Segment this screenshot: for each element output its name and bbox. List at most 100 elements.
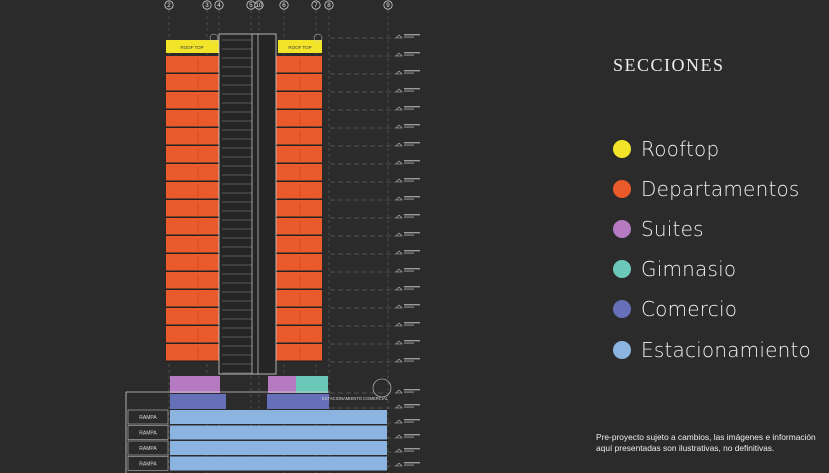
level-tag	[404, 448, 420, 450]
level-marker-icon	[395, 196, 403, 201]
apartment-floor-left	[166, 56, 219, 73]
level-marker-icon	[395, 268, 403, 273]
level-tag	[404, 389, 420, 391]
departamentos-dot-icon	[613, 180, 631, 198]
level-tag	[404, 54, 414, 56]
level-tag	[404, 36, 414, 38]
grid-label-2: 2	[167, 2, 171, 9]
legend-label-suites: Suites	[641, 217, 704, 241]
apartment-floor-right	[276, 200, 322, 217]
level-tag	[404, 252, 414, 254]
roof-tree-icon	[313, 33, 323, 43]
level-marker-icon	[395, 34, 403, 39]
level-tag	[404, 436, 414, 438]
level-tag	[404, 286, 420, 288]
level-marker-icon	[395, 404, 403, 409]
apartment-floor-right	[276, 308, 322, 325]
level-tag	[404, 306, 414, 308]
grid-label-7: 7	[314, 2, 318, 9]
grid-bubble-3	[202, 0, 212, 10]
legend-title: SECCIONES	[613, 55, 725, 75]
level-tag	[404, 126, 414, 128]
level-marker-icon	[395, 358, 403, 363]
estacionamiento-dot-icon	[613, 341, 631, 359]
apartment-floor-right	[276, 92, 322, 109]
grid-label-6: 6	[282, 2, 286, 9]
apartment-floor-left	[166, 308, 219, 325]
grid-bubble-6	[279, 0, 289, 10]
parking-level	[170, 456, 387, 471]
level-tag	[404, 70, 420, 72]
apartment-floor-left	[166, 74, 219, 91]
grid-bubble-8	[324, 0, 334, 10]
apartment-floor-left	[166, 128, 219, 145]
apartment-floor-left	[166, 254, 219, 271]
level-tag	[404, 142, 420, 144]
rooftop-dot-icon	[613, 140, 631, 158]
apartment-floor-right	[276, 74, 322, 91]
level-tag	[404, 391, 414, 393]
level-tag	[404, 462, 420, 464]
apartment-floor-right	[276, 164, 322, 181]
level-tag	[404, 419, 420, 421]
apartment-floor-right	[276, 146, 322, 163]
commerce-floor-right	[267, 394, 329, 409]
level-marker-icon	[395, 214, 403, 219]
level-marker-icon	[395, 322, 403, 327]
building	[125, 33, 392, 473]
level-marker-icon	[395, 250, 403, 255]
level-marker-icon	[395, 142, 403, 147]
apartment-floor-right	[276, 128, 322, 145]
apartment-floor-left	[166, 344, 219, 361]
apartment-floor-left	[166, 272, 219, 289]
level-marker-icon	[395, 389, 403, 394]
level-marker-icon	[395, 178, 403, 183]
roof-label-right: ROOF TOP	[288, 45, 311, 50]
ramp-label: RAMPA	[139, 462, 157, 468]
level-marker-icon	[395, 88, 403, 93]
ramp-label: RAMPA	[139, 446, 157, 452]
apartment-floor-left	[166, 110, 219, 127]
grid-bubble-4	[214, 0, 224, 10]
apartment-floor-left	[166, 92, 219, 109]
level-tag	[404, 90, 414, 92]
level-tag	[404, 178, 420, 180]
level-tag	[404, 360, 414, 362]
apartment-floor-right	[276, 272, 322, 289]
apartment-floor-left	[166, 218, 219, 235]
ramp-box	[127, 440, 169, 456]
apartment-floor-right	[276, 236, 322, 253]
legend-item-comercio: Comercio	[613, 297, 737, 321]
level-marker-icon	[395, 232, 403, 237]
level-tag	[404, 196, 420, 198]
ramp-box	[127, 425, 169, 440]
level-tag	[404, 404, 420, 406]
level-tag	[404, 180, 414, 182]
suites-dot-icon	[613, 220, 631, 238]
grid-label-3: 3	[205, 2, 209, 9]
level-tag	[404, 232, 420, 234]
gimnasio-dot-icon	[613, 260, 631, 278]
level-tag	[404, 322, 420, 324]
apartment-floor-left	[166, 290, 219, 307]
parking-level	[170, 441, 387, 455]
level-tag	[404, 288, 414, 290]
grid-bubble-7	[311, 0, 321, 10]
level-tag	[404, 270, 414, 272]
apartment-floor-right	[276, 290, 322, 307]
legend-item-estacionamiento: Estacionamiento	[613, 338, 811, 362]
level-tag	[404, 144, 414, 146]
grid-label-8: 8	[327, 2, 331, 9]
rooftop-right-band	[278, 40, 322, 53]
ramp-label: RAMPA	[139, 431, 157, 437]
level-tag	[404, 358, 420, 360]
grid-label-10: 10	[256, 2, 263, 9]
tree-icon	[372, 378, 392, 398]
apartment-floor-left	[166, 182, 219, 199]
level-tag	[404, 406, 414, 408]
suites-floor-right	[268, 376, 296, 393]
roof-label-left: ROOF TOP	[180, 45, 203, 50]
suites-floor	[170, 376, 220, 393]
grid-label-9: 9	[386, 2, 390, 9]
